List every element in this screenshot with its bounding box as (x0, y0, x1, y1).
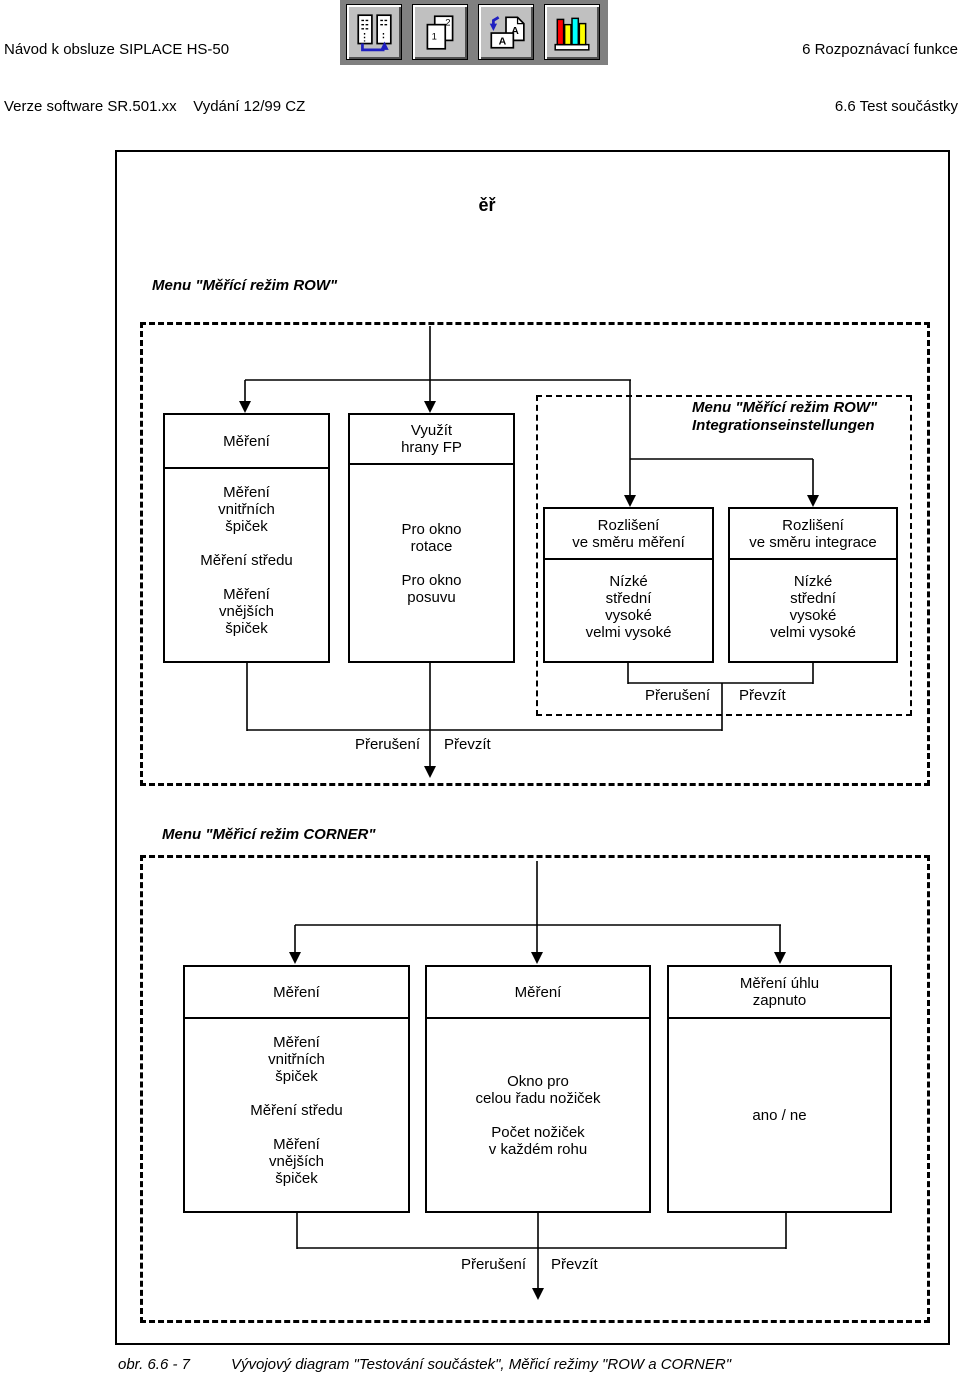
figure-caption: Vývojový diagram "Testování součástek", … (231, 1356, 732, 1373)
toolbar-button-panel-transfer[interactable] (346, 4, 402, 60)
header-right-line1: 6 Rozpoznávací funkce (802, 41, 958, 58)
corner-accept-label: Převzít (551, 1256, 598, 1273)
row-integration-cancel-label: Přerušení (644, 687, 710, 704)
box-resolution-integration-body: Nízké střední vysoké velmi vysoké (770, 573, 856, 641)
header-left: Návod k obsluze SIPLACE HS-50 Verze soft… (4, 2, 305, 154)
row-integration-dashed-box (536, 395, 912, 716)
box-row-edges: Využít hrany FP Pro okno rotace Pro okno… (348, 413, 515, 663)
corner-menu-dashed-box (140, 855, 930, 1323)
figure-title: ěř (478, 195, 496, 215)
svg-text:A: A (499, 36, 507, 48)
box-resolution-integration: Rozlišení ve směru integrace Nízké střed… (728, 507, 898, 663)
box-corner-measure-body: Měření vnitřních špiček Měření středu Mě… (250, 1034, 343, 1187)
toolbar-button-page-sort[interactable]: A A (478, 4, 534, 60)
box-corner-angle-header: Měření úhlu zapnuto (669, 967, 890, 1019)
corner-menu-label: Menu "Měřicí režim CORNER" (162, 826, 376, 843)
svg-text:A: A (511, 25, 519, 37)
figure-reference: obr. 6.6 - 7 (118, 1356, 190, 1373)
box-resolution-integration-header: Rozlišení ve směru integrace (730, 509, 896, 560)
pages-order-icon: 2 1 (419, 11, 461, 53)
toolbar: 2 1 A A (340, 0, 608, 65)
toolbar-button-books[interactable] (544, 4, 600, 60)
panel-transfer-icon (353, 11, 395, 53)
svg-text:1: 1 (432, 31, 437, 42)
corner-cancel-label: Přerušení (460, 1256, 526, 1273)
books-icon (551, 11, 593, 53)
box-resolution-measure: Rozlišení ve směru měření Nízké střední … (543, 507, 714, 663)
row-integration-accept-label: Převzít (739, 687, 786, 704)
header-right: 6 Rozpoznávací funkce 6.6 Test součástky (802, 2, 958, 154)
box-corner-window: Měření Okno pro celou řadu nožiček Počet… (425, 965, 651, 1213)
box-corner-window-header: Měření (427, 967, 649, 1019)
header-left-line2: Verze software SR.501.xx Vydání 12/99 CZ (4, 98, 306, 115)
row-integration-label: Menu "Měřící režim ROW" Integrationseins… (692, 399, 878, 434)
box-corner-measure-header: Měření (185, 967, 408, 1019)
box-resolution-measure-body: Nízké střední vysoké velmi vysoké (585, 573, 672, 641)
box-row-edges-header: Využít hrany FP (350, 415, 513, 465)
box-corner-measure: Měření Měření vnitřních špiček Měření st… (183, 965, 410, 1213)
box-corner-angle-body: ano / ne (752, 1106, 807, 1124)
box-corner-angle: Měření úhlu zapnuto ano / ne (667, 965, 892, 1213)
page-sort-icon: A A (485, 11, 527, 53)
header-left-line1: Návod k obsluze SIPLACE HS-50 (4, 41, 230, 58)
header-right-line2: 6.6 Test součástky (834, 98, 958, 115)
box-row-measure: Měření Měření vnitřních špiček Měření st… (163, 413, 330, 663)
row-menu-dashed-box (140, 322, 930, 786)
box-corner-window-body: Okno pro celou řadu nožiček Počet nožiče… (475, 1072, 601, 1158)
box-row-measure-body: Měření vnitřních špiček Měření středu Mě… (200, 484, 293, 637)
toolbar-button-pages-order[interactable]: 2 1 (412, 4, 468, 60)
row-menu-label: Menu "Měřící režim ROW" (152, 277, 338, 294)
row-accept-label: Převzít (444, 736, 491, 753)
row-cancel-label: Přerušení (354, 736, 420, 753)
svg-text:2: 2 (445, 18, 450, 29)
figure-frame (115, 150, 950, 1345)
box-resolution-measure-header: Rozlišení ve směru měření (545, 509, 712, 560)
box-row-edges-body: Pro okno rotace Pro okno posuvu (401, 520, 462, 606)
box-row-measure-header: Měření (165, 415, 328, 469)
